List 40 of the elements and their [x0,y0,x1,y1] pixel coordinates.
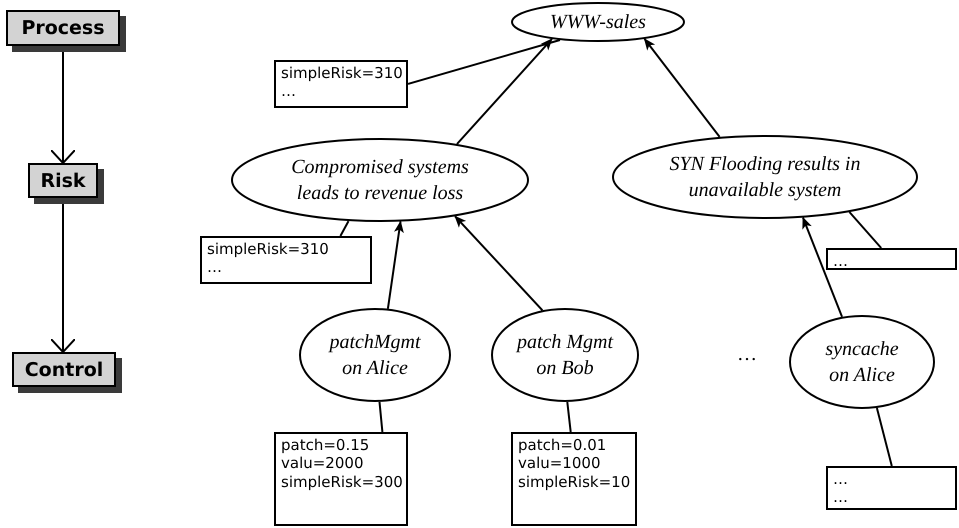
attribute-text: valu=2000 [281,454,364,473]
attribute-box [826,466,957,510]
box-label: Control [24,358,104,380]
attribute-text: patch=0.01 [518,436,606,454]
box-label: Risk [40,170,86,192]
attribute-box [511,432,637,526]
attribute-text: simpleRisk=310 [281,64,403,82]
attribute-box [826,248,957,270]
attribute-text: … [281,82,296,101]
ellipsis-label: … [737,343,757,366]
connector-line [876,408,893,466]
attribute-text: simpleRisk=10 [518,472,630,491]
node-label: patchMgmt on Alice [328,330,422,381]
attribute-text: patch=0.15 [281,436,370,454]
attribute-text: … [833,252,848,270]
attribute-box [274,432,408,526]
connector-line [408,39,560,85]
attribute-text: simpleRisk=300 [281,472,403,491]
connector-line [848,211,882,249]
node-label: WWW-sales [550,10,646,35]
box-label: Process [21,17,105,39]
attribute-box [274,60,408,108]
attribute-text: … [833,488,848,507]
arrow [456,38,553,145]
node-label: syncache on Alice [824,337,900,388]
node-label: patch Mgmt on Bob [515,330,614,381]
attribute-text: simpleRisk=310 [207,240,329,258]
attribute-text: … [207,258,222,277]
node-label: Compromised systems leads to revenue loss [290,155,470,206]
node-label: SYN Flooding results in unavailable system [668,152,862,203]
attribute-box [200,236,372,284]
arrow [386,220,404,309]
arrow [802,216,843,318]
arrow [644,38,720,138]
arrow [454,216,544,311]
connector-line [340,220,350,236]
connector-line [566,402,572,432]
attribute-text: valu=1000 [518,454,600,473]
attribute-text: … [833,470,848,488]
connector-line [378,402,384,432]
